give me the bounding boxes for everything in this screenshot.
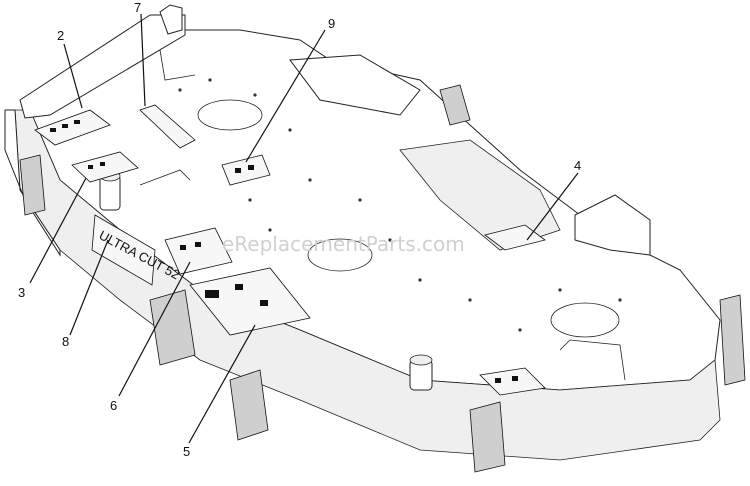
rear-handle [159,49,196,81]
front-gusset-3 [229,369,269,441]
spindle-hole-left [197,99,263,131]
callout-5: 5 [183,444,190,459]
decal-4-label [484,224,546,251]
decal-marks [50,120,518,383]
leader-9 [245,29,326,163]
right-bracket [574,194,651,256]
spindle-hole-center [307,238,373,272]
logo-panel [91,214,156,286]
decal-2-warning [34,109,111,146]
callout-6: 6 [110,398,117,413]
leader-2 [63,43,83,109]
callout-3: 3 [18,285,25,300]
pivot-mount [439,84,471,126]
callout-2: 2 [57,28,64,43]
leader-7 [140,13,146,107]
front-gusset-5 [719,294,746,386]
discharge-plate [399,139,561,251]
watermark: eReplacementParts.com [222,232,465,256]
center-lift-arm [139,169,191,186]
right-handle [559,339,626,381]
rear-frame [19,14,186,119]
leader-8 [69,239,109,336]
leader-3 [29,177,87,284]
callout-4: 4 [574,158,581,173]
decal-3-warning [71,151,139,183]
height-post-top [409,354,433,366]
front-gusset-4 [469,401,506,473]
decal-bottom-right [479,367,546,396]
mounting-holes [178,78,622,332]
deck-left-side [4,109,61,257]
decal-6-label [164,227,233,275]
decal-7-strip [139,104,196,149]
callout-9: 9 [328,16,335,31]
rear-tab [159,4,183,35]
leader-6 [118,261,191,397]
callout-7: 7 [134,0,141,15]
leader-5 [188,324,256,444]
leader-4 [526,172,579,241]
spindle-hole-right [550,302,620,338]
decal-5-label [189,267,311,336]
front-gusset-1 [19,154,46,216]
discharge-bracket [289,54,421,116]
callout-8: 8 [62,334,69,349]
